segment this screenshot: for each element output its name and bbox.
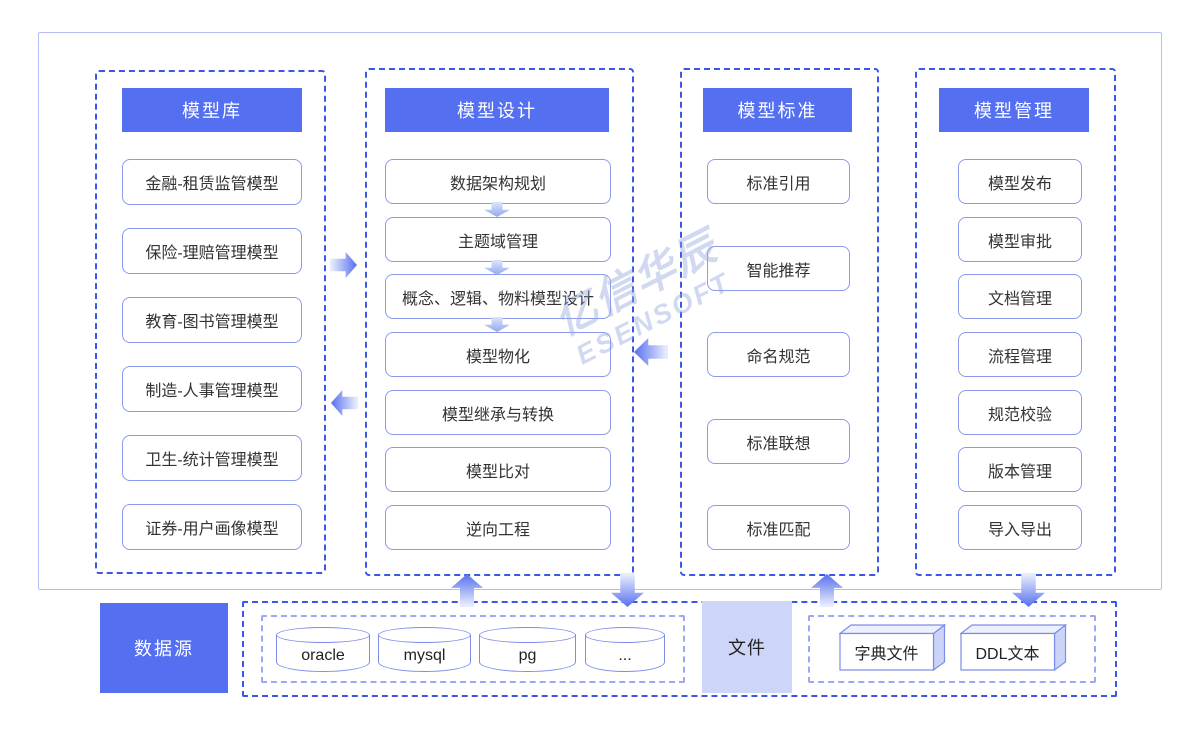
database-label: mysql (403, 646, 446, 664)
model-item: 规范校验 (958, 390, 1082, 435)
database-label: pg (518, 646, 537, 664)
model-item: 逆向工程 (385, 505, 611, 550)
model-item: 模型审批 (958, 217, 1082, 262)
model-item: 模型发布 (958, 159, 1082, 204)
model-item: 命名规范 (707, 332, 850, 377)
model-item: 教育-图书管理模型 (122, 297, 302, 343)
flow-arrow-down-icon (484, 317, 510, 332)
files-group-frame (808, 615, 1096, 683)
model-item: 模型物化 (385, 332, 611, 377)
database-label: oracle (301, 646, 345, 664)
databases-group-frame (261, 615, 685, 683)
database-cylinder-icon: ... (585, 627, 665, 672)
model-item: 标准联想 (707, 419, 850, 464)
column-header: 模型管理 (939, 88, 1089, 132)
model-item: 模型比对 (385, 447, 611, 492)
model-item: 主题域管理 (385, 217, 611, 262)
model-item: 文档管理 (958, 274, 1082, 319)
datasource-box: 数据源 (100, 603, 228, 693)
column-model-management: 模型管理 模型发布 模型审批 文档管理 流程管理 规范校验 版本管理 导入导出 (915, 68, 1116, 576)
sources-frame (242, 601, 1117, 697)
model-item: 智能推荐 (707, 246, 850, 291)
database-cylinder-icon: oracle (276, 627, 370, 672)
model-item: 卫生-统计管理模型 (122, 435, 302, 481)
database-cylinder-icon: pg (479, 627, 576, 672)
model-item: 流程管理 (958, 332, 1082, 377)
column-header: 模型标准 (703, 88, 852, 132)
model-item: 证券-用户画像模型 (122, 504, 302, 550)
column-model-design: 模型设计 数据架构规划 主题域管理 概念、逻辑、物料模型设计 模型物化 模型继承… (365, 68, 634, 576)
database-label: ... (618, 646, 632, 664)
file-3d-box: DDL文本 (959, 623, 1068, 672)
model-item: 概念、逻辑、物料模型设计 (385, 274, 611, 319)
column-header: 模型设计 (385, 88, 609, 132)
model-item: 导入导出 (958, 505, 1082, 550)
flow-arrow-down-icon (484, 260, 510, 275)
column-model-standard: 模型标准 标准引用 智能推荐 命名规范 标准联想 标准匹配 (680, 68, 879, 576)
database-cylinder-icon: mysql (378, 627, 471, 672)
file-3d-box: 字典文件 (838, 623, 947, 672)
file-box: 文件 (702, 601, 792, 693)
column-header: 模型库 (122, 88, 302, 132)
model-item: 模型继承与转换 (385, 390, 611, 435)
model-item: 保险-理赔管理模型 (122, 228, 302, 274)
flow-arrow-down-icon (484, 202, 510, 217)
model-item: 版本管理 (958, 447, 1082, 492)
cube-icon (959, 623, 1068, 672)
model-item: 标准匹配 (707, 505, 850, 550)
model-item: 制造-人事管理模型 (122, 366, 302, 412)
model-item: 标准引用 (707, 159, 850, 204)
cube-icon (838, 623, 947, 672)
file-3d-label: DDL文本 (975, 645, 1040, 663)
model-item: 数据架构规划 (385, 159, 611, 204)
file-3d-label: 字典文件 (854, 645, 919, 663)
model-item: 金融-租赁监管模型 (122, 159, 302, 205)
column-model-library: 模型库 金融-租赁监管模型 保险-理赔管理模型 教育-图书管理模型 制造-人事管… (95, 70, 326, 574)
